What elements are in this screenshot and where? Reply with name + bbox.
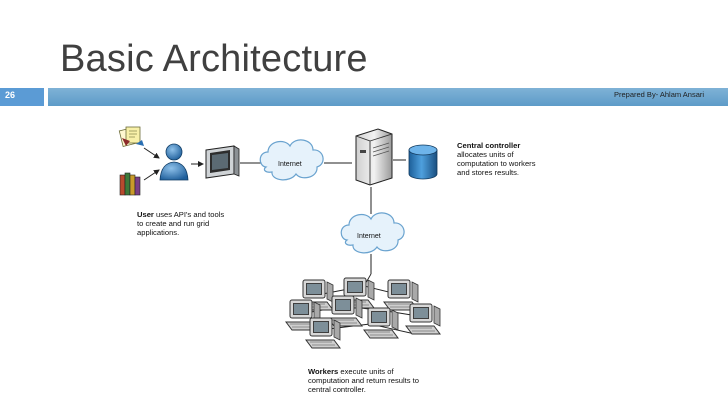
controller-caption-line3: computation to workers (457, 159, 536, 168)
workstation-icon (305, 317, 341, 349)
database-icon (408, 144, 438, 180)
workstation-icon (363, 307, 399, 339)
internet-label-top: Internet (278, 161, 302, 168)
user-icon (159, 143, 189, 181)
slide-title: Basic Architecture (60, 38, 368, 80)
user-caption-bold: User (137, 210, 154, 219)
controller-caption-bold: Central controller (457, 141, 521, 150)
workstation-icon (405, 303, 441, 335)
workers-caption-line1: execute units of (338, 367, 394, 376)
slide-number: 26 (5, 90, 16, 100)
workers-caption-bold: Workers (308, 367, 339, 376)
internet-cloud-bottom: Internet (340, 212, 405, 254)
server-icon (355, 128, 393, 186)
monitor-icon (205, 145, 240, 179)
controller-caption-line2: allocates units of (457, 150, 514, 159)
workers-caption-line3: central controller. (308, 385, 366, 394)
internet-label-bottom: Internet (357, 233, 381, 240)
slide-number-box: 26 (0, 88, 44, 106)
documents-icon (118, 126, 144, 147)
prepared-by-label: Prepared By- Ahlam Ansari (614, 90, 705, 99)
workstation-icon (327, 295, 363, 327)
workers-caption: Workers execute units of computation and… (308, 367, 419, 394)
controller-caption-line4: and stores results. (457, 168, 520, 177)
user-caption-line1: uses API's and tools (153, 210, 225, 219)
user-caption-line2: to create and run grid (137, 219, 210, 228)
user-caption-line3: applications. (137, 228, 180, 237)
user-caption: User uses API's and tools to create and … (137, 210, 224, 237)
workers-caption-line2: computation and return results to (308, 376, 420, 385)
books-icon (119, 172, 141, 196)
internet-cloud-top: Internet (259, 139, 324, 181)
title-underline-bar (48, 88, 728, 106)
controller-caption: Central controller allocates units of co… (457, 141, 536, 177)
